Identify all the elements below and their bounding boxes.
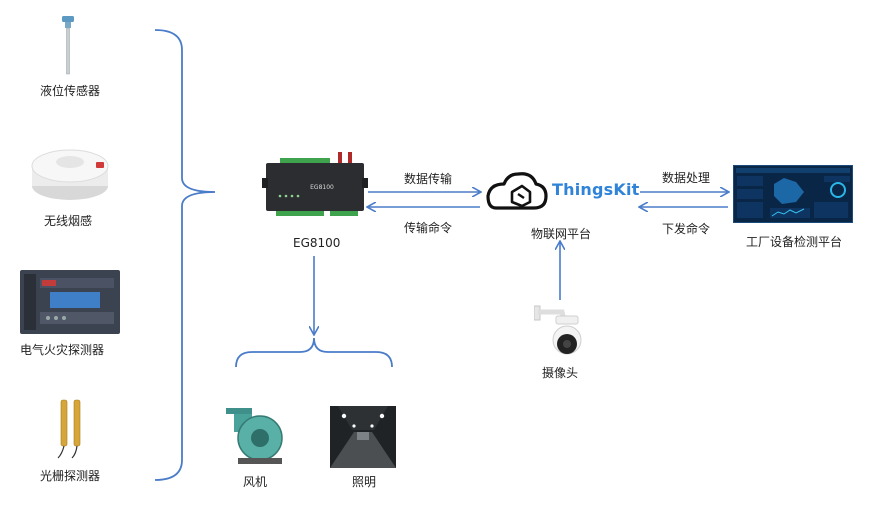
label-smoke-detector: 无线烟感: [44, 214, 93, 228]
label-grating-detector: 光栅探测器: [40, 469, 101, 483]
platform-brand: ThingsKit: [552, 180, 640, 199]
dashboard-screen-image: [733, 165, 853, 223]
label-gateway: EG8100: [293, 236, 341, 250]
sensor-group-brace: [154, 29, 216, 481]
label-camera: 摄像头: [542, 366, 579, 380]
lighting-image: [330, 406, 396, 468]
label-liquid-level-sensor: 液位传感器: [40, 84, 101, 98]
camera-image: [534, 305, 582, 355]
output-group-brace: [235, 337, 393, 368]
label-flow-transfer-command: 传输命令: [404, 221, 453, 235]
label-electric-fire-detector: 电气火灾探测器: [20, 343, 105, 357]
label-fan: 风机: [243, 475, 268, 489]
label-flow-send-command: 下发命令: [662, 222, 711, 236]
cloud-logo-icon: [486, 172, 548, 210]
label-factory-dashboard: 工厂设备检测平台: [746, 235, 843, 249]
dashboard-screen-graphics: [736, 168, 850, 218]
gateway-device-text: EG8100: [310, 184, 334, 191]
label-lighting: 照明: [352, 475, 377, 489]
grating-detector-image: [57, 399, 81, 459]
smoke-detector-image: [31, 149, 109, 200]
liquid-level-sensor-image: [62, 16, 74, 75]
fan-image: [226, 408, 283, 464]
electric-fire-detector-image: [20, 270, 120, 334]
gateway-device-image: EG8100: [262, 152, 368, 216]
label-flow-data-processing: 数据处理: [662, 171, 711, 185]
label-iot-platform: 物联网平台: [531, 227, 592, 241]
label-flow-data-transfer: 数据传输: [404, 172, 453, 186]
